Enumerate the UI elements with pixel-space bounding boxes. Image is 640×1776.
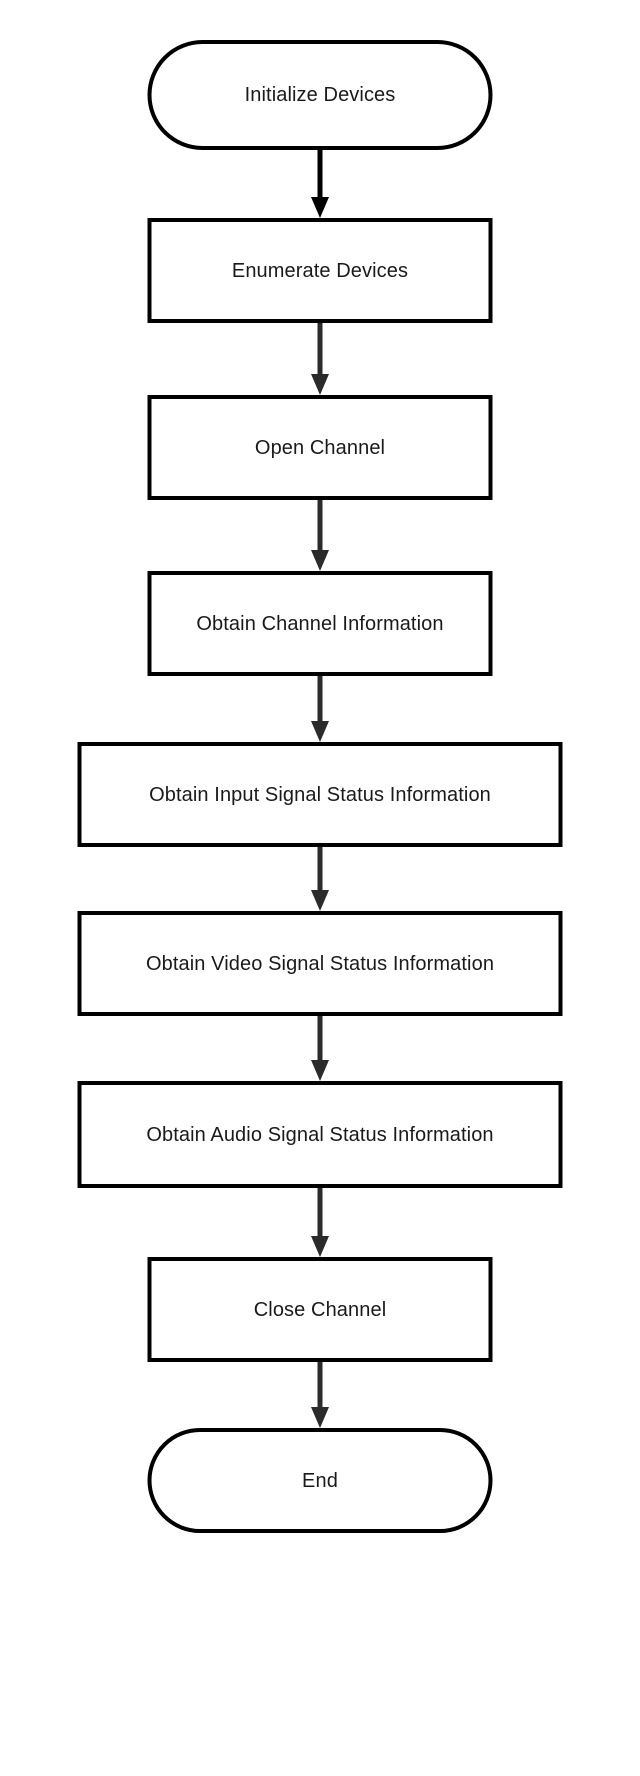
flow-edge-obtain-channel-information-to-obtain-input-signal-status-information [308,676,332,742]
flow-node-enumerate-devices[interactable]: Enumerate Devices [147,218,493,323]
flow-edge-close-channel-to-end [308,1362,332,1428]
flow-node-label: Enumerate Devices [231,259,409,282]
flow-node-label: Obtain Audio Signal Status Information [146,1123,494,1146]
edge-stem [317,500,323,550]
flow-node-obtain-audio-signal-status-information[interactable]: Obtain Audio Signal Status Information [77,1081,563,1188]
edge-stem [317,323,323,374]
flow-node-label: Open Channel [254,436,386,459]
flow-edge-initialize-devices-to-enumerate-devices [308,150,332,218]
flow-node-obtain-input-signal-status-information[interactable]: Obtain Input Signal Status Information [77,742,563,847]
edge-arrowhead-icon [311,890,329,911]
flow-node-open-channel[interactable]: Open Channel [147,395,493,500]
flow-node-label: Obtain Channel Information [196,612,444,635]
edge-stem [317,1188,323,1236]
edge-arrowhead-icon [311,1407,329,1428]
edge-stem [317,150,323,197]
edge-arrowhead-icon [311,721,329,742]
flow-node-initialize-devices[interactable]: Initialize Devices [147,40,493,150]
edge-arrowhead-icon [311,1060,329,1081]
flow-node-label: Obtain Video Signal Status Information [145,952,495,975]
edge-arrowhead-icon [311,374,329,395]
flow-node-label: Obtain Input Signal Status Information [149,783,491,806]
edge-stem [317,676,323,721]
flow-node-label: End [302,1469,338,1492]
flow-edge-obtain-audio-signal-status-information-to-close-channel [308,1188,332,1257]
flow-node-close-channel[interactable]: Close Channel [147,1257,493,1362]
flow-node-label: Close Channel [253,1298,387,1321]
flow-edge-obtain-input-signal-status-information-to-obtain-video-signal-status-information [308,847,332,911]
edge-stem [317,847,323,890]
flow-edge-obtain-video-signal-status-information-to-obtain-audio-signal-status-information [308,1016,332,1081]
edge-stem [317,1016,323,1060]
flow-node-label: Initialize Devices [244,84,396,106]
edge-arrowhead-icon [311,197,329,218]
flow-edge-enumerate-devices-to-open-channel [308,323,332,395]
edge-arrowhead-icon [311,550,329,571]
flow-node-end[interactable]: End [147,1428,493,1533]
edge-stem [317,1362,323,1407]
edge-arrowhead-icon [311,1236,329,1257]
flow-node-obtain-video-signal-status-information[interactable]: Obtain Video Signal Status Information [77,911,563,1016]
flow-edge-open-channel-to-obtain-channel-information [308,500,332,571]
flow-node-obtain-channel-information[interactable]: Obtain Channel Information [147,571,493,676]
